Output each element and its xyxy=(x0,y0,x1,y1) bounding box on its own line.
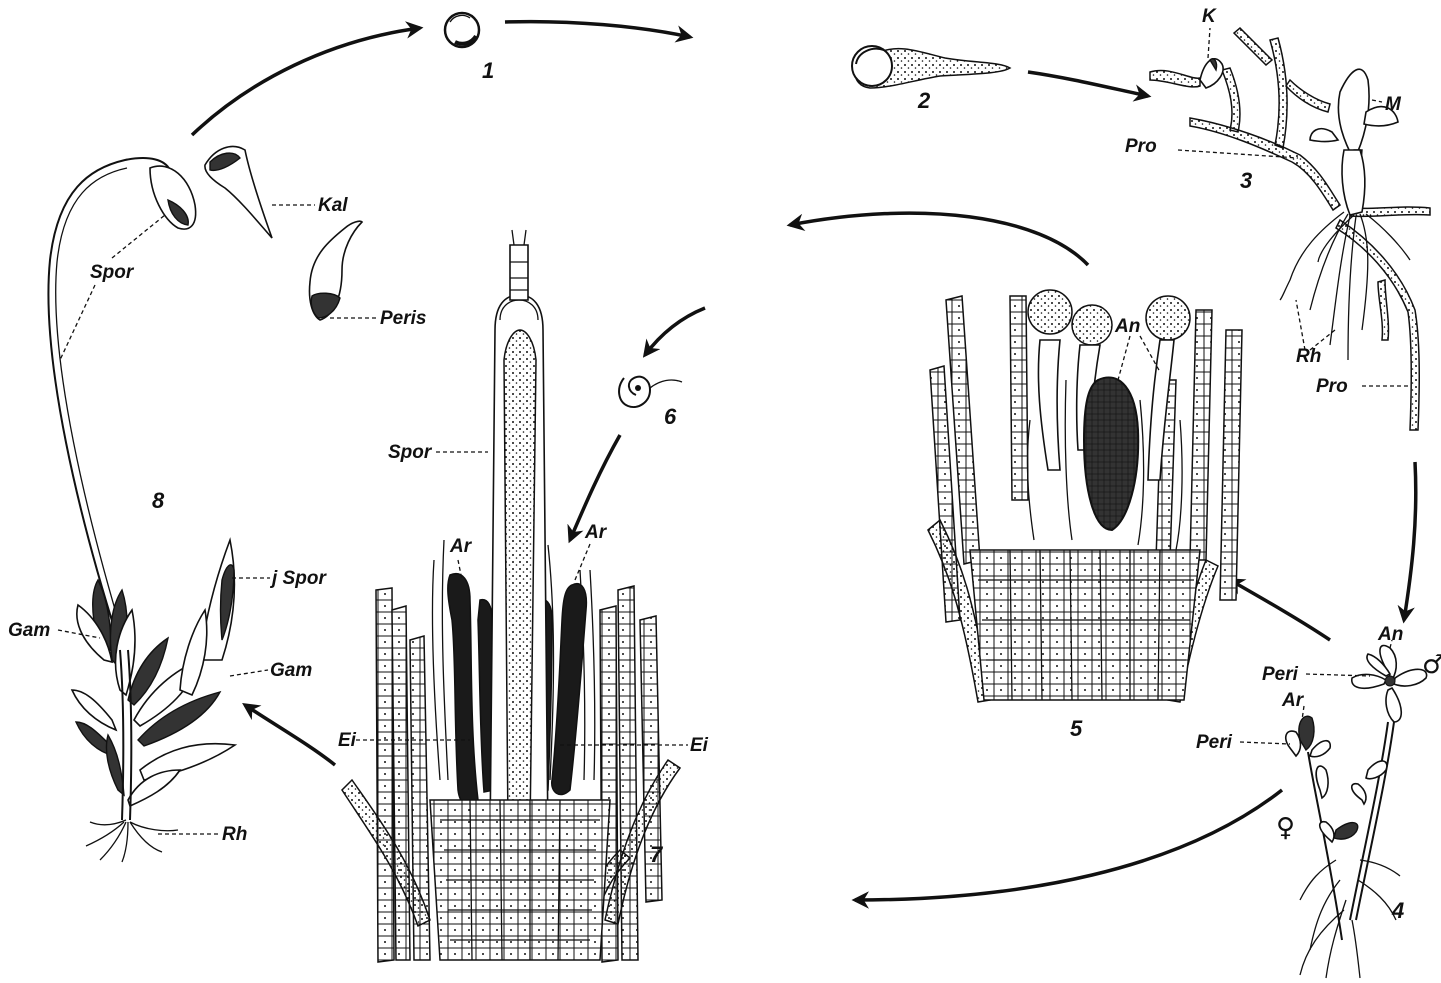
arrow-germling-to-protonema xyxy=(1028,72,1148,96)
label-Ei-right: Ei xyxy=(690,735,709,756)
leader-Rh-protonema xyxy=(1296,300,1305,350)
spore xyxy=(445,13,479,47)
label-Gam-right: Gam xyxy=(270,660,312,681)
leader-Spor-capsule xyxy=(112,215,165,258)
label-Ar-left: Ar xyxy=(449,536,473,557)
label-Rh-plant: Rh xyxy=(222,824,247,845)
stage-number-3: 3 xyxy=(1240,168,1252,193)
protonema xyxy=(1150,28,1430,430)
label-Peri-lower: Peri xyxy=(1196,732,1233,753)
archegonium-section xyxy=(342,230,680,962)
arrow-to-sporophyte-plant xyxy=(245,705,335,765)
label-Spor-section: Spor xyxy=(388,442,433,463)
label-jSpor: j Spor xyxy=(269,568,327,589)
leader-An-section xyxy=(1118,336,1130,380)
label-An-plant: An xyxy=(1377,624,1403,645)
leader-Gam-right xyxy=(230,670,268,676)
stage-number-8: 8 xyxy=(152,488,165,513)
label-Rh-protonema: Rh xyxy=(1296,346,1321,367)
label-Peris: Peris xyxy=(380,308,426,329)
stage-number-1: 1 xyxy=(482,58,494,83)
male-symbol: ♂ xyxy=(1422,650,1441,680)
label-Pro-lower: Pro xyxy=(1316,376,1348,397)
leader-Ar-right xyxy=(575,544,590,580)
arrow-to-spermatozoid xyxy=(645,308,705,355)
arrow-to-sex-organs xyxy=(790,213,1088,265)
label-Pro-upper: Pro xyxy=(1125,136,1157,157)
label-Ar-right: Ar xyxy=(584,522,608,543)
label-K: K xyxy=(1202,6,1217,27)
label-Ar-plant: Ar xyxy=(1281,690,1305,711)
stage-number-6: 6 xyxy=(664,404,677,429)
label-An-section: An xyxy=(1114,316,1140,337)
moss-with-sporophyte xyxy=(48,146,362,862)
leader-K xyxy=(1208,28,1210,58)
stage-number-2: 2 xyxy=(917,88,931,113)
male-female-plants xyxy=(1286,645,1427,978)
arrow-protonema-to-plants xyxy=(1404,462,1416,620)
arrow-female-to-fertilization xyxy=(855,790,1282,900)
leader-M xyxy=(1372,100,1382,102)
antheridia-section xyxy=(928,290,1242,702)
label-Spor-capsule: Spor xyxy=(90,262,135,283)
label-Kal: Kal xyxy=(318,195,348,216)
stage-number-4: 4 xyxy=(1391,898,1404,923)
stage-number-5: 5 xyxy=(1070,716,1083,741)
label-Ei-left: Ei xyxy=(338,730,357,751)
female-symbol: ♀ xyxy=(1276,813,1295,843)
spermatozoid xyxy=(619,377,682,407)
arrow-capsule-to-spore xyxy=(192,28,420,135)
arrow-male-to-antheridia xyxy=(1230,580,1330,640)
arrow-spore-onward xyxy=(505,22,690,37)
leader-Peri-lower xyxy=(1240,742,1290,744)
leader-An-section-2 xyxy=(1140,336,1160,372)
germinating-spore xyxy=(852,46,1010,88)
label-Gam-left: Gam xyxy=(8,620,50,641)
leader-Spor-seta xyxy=(60,285,95,360)
stage-number-7: 7 xyxy=(650,842,664,867)
label-M: M xyxy=(1385,94,1402,115)
label-Peri-upper: Peri xyxy=(1262,664,1299,685)
